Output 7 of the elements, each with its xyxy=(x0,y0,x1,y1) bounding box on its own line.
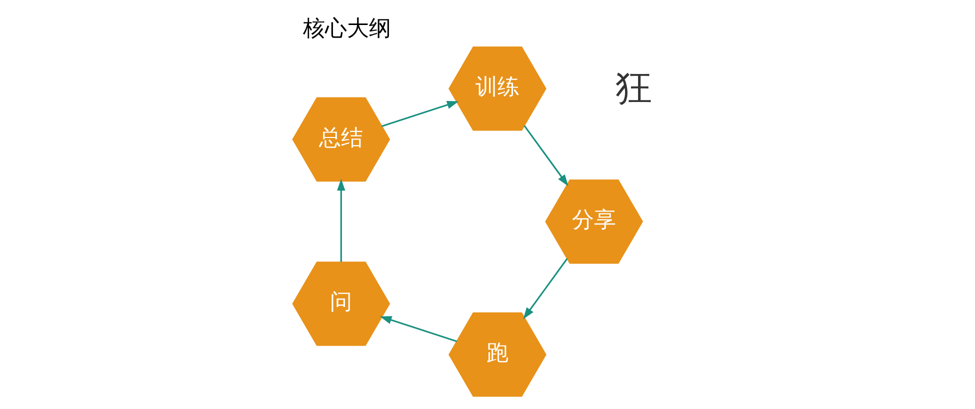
arrow xyxy=(380,316,458,342)
arrow xyxy=(524,125,568,186)
arrow xyxy=(523,258,568,320)
diagram-title: 核心大纲 xyxy=(303,16,392,42)
arrow xyxy=(382,100,459,127)
label: 狂 xyxy=(615,66,652,110)
arrow xyxy=(337,178,346,262)
